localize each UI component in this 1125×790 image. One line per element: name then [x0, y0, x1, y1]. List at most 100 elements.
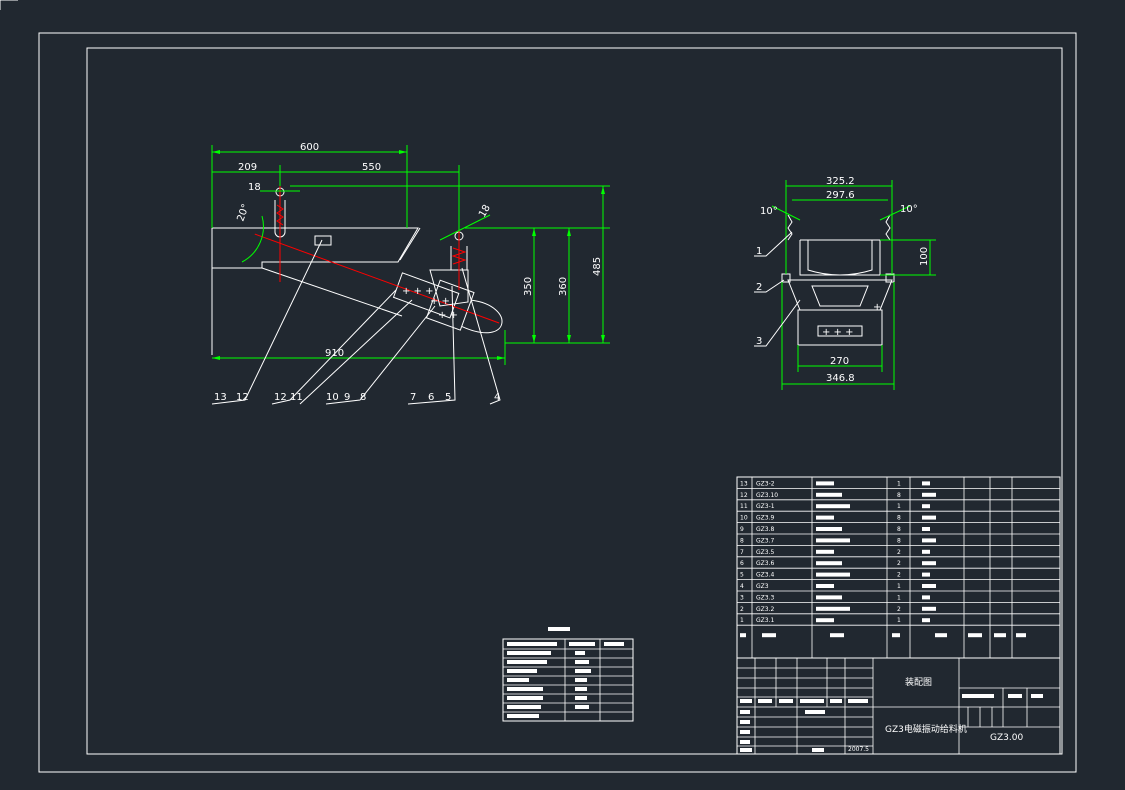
bom-material-glyphs [922, 538, 936, 543]
end-vibrator-core [817, 325, 863, 337]
balloon-12b: 12 [274, 392, 287, 403]
bom-row: 3 GZ3.3 1 [740, 594, 930, 601]
drawing-date: 2007.5 [848, 746, 869, 753]
arrow [601, 186, 605, 194]
bom-qty: 8 [897, 515, 901, 522]
bom-code: GZ3.1 [756, 617, 774, 624]
bom-qty: 1 [897, 617, 901, 624]
end-inner-frame [811, 285, 869, 307]
bom-no: 12 [740, 492, 748, 499]
bom-name-glyphs [816, 606, 850, 611]
bom-no: 1 [740, 617, 744, 624]
arrow [212, 356, 220, 360]
dim-3468: 346.8 [826, 373, 855, 384]
dim-360: 360 [558, 277, 569, 296]
bom-material-glyphs [922, 515, 936, 520]
dim-350: 350 [523, 277, 534, 296]
spring-end-right [885, 214, 891, 241]
bom-header-glyphs [892, 633, 900, 638]
bom-name-glyphs [816, 481, 834, 486]
bom-name-glyphs [816, 618, 834, 623]
bom-code: GZ3.4 [756, 572, 774, 579]
end-trough-inner [807, 240, 873, 276]
bom-header-glyphs [994, 633, 1006, 638]
title-block: 装配图 GZ3电磁振动给料机 GZ3.00 2007.5 [736, 657, 1061, 755]
bom-code: GZ3.3 [756, 594, 774, 601]
bom-code: GZ3-2 [756, 480, 775, 487]
bom-material-glyphs [922, 618, 930, 623]
bom-qty: 8 [897, 492, 901, 499]
bom-code: GZ3.8 [756, 526, 774, 533]
balloon-2: 2 [756, 282, 762, 293]
arrow [567, 335, 571, 343]
dim-angle-end-right: 10° [900, 204, 918, 215]
arrow [212, 150, 220, 154]
trough-slope [399, 227, 421, 261]
balloon-6: 6 [428, 392, 434, 403]
arrow [601, 335, 605, 343]
vibrator-centerline [254, 233, 500, 324]
bom-material-glyphs [922, 606, 936, 611]
bolt-marks-a: + + + [402, 286, 434, 297]
bom-no: 10 [740, 515, 748, 522]
drawing-title: 装配图 [905, 676, 932, 688]
dim-270: 270 [830, 356, 849, 367]
leader-10-8 [325, 305, 436, 405]
outer-frame [38, 32, 1077, 773]
bom-code: GZ3.5 [756, 549, 774, 556]
product-name: GZ3电磁振动给料机 [885, 723, 967, 735]
leader-7-5 [407, 285, 456, 405]
spec-table [502, 627, 634, 722]
dim-2976: 297.6 [826, 190, 855, 201]
bom-qty: 8 [897, 537, 901, 544]
bom-header-glyphs [762, 633, 776, 638]
inner-frame [86, 47, 1063, 755]
dim-100: 100 [919, 247, 930, 266]
balloon-5: 5 [445, 392, 451, 403]
end-lug-right [885, 273, 895, 283]
bom-no: 13 [740, 480, 748, 487]
spring-right-coils [451, 247, 467, 265]
bom-name-glyphs [816, 549, 834, 554]
bom-material-glyphs [922, 561, 936, 566]
balloon-12a: 12 [236, 392, 249, 403]
bom-name-glyphs [816, 492, 842, 497]
bom-material-glyphs [922, 527, 930, 531]
bolt-marks-b: + + [430, 296, 450, 307]
bom-row: 10 GZ3.9 8 [740, 515, 936, 522]
bom-material-glyphs [922, 504, 930, 509]
dim-550: 550 [362, 162, 381, 173]
balloon-3: 3 [756, 336, 762, 347]
bom-name-glyphs [816, 595, 842, 600]
bom-name-glyphs [816, 538, 850, 543]
bom-material-glyphs [922, 595, 930, 600]
angle-end-left [771, 205, 801, 221]
bom-code: GZ3.9 [756, 515, 774, 522]
balloon-8: 8 [360, 392, 366, 403]
bom-no: 8 [740, 537, 744, 544]
arrow [497, 356, 505, 360]
bom-qty: 1 [897, 594, 901, 601]
balloon-10: 10 [326, 392, 339, 403]
balloon-7: 7 [410, 392, 416, 403]
bom-name-glyphs [816, 504, 850, 509]
arrow [399, 150, 407, 154]
bom-code: GZ3.6 [756, 560, 774, 567]
balloon-11: 11 [290, 392, 303, 403]
balloon-13: 13 [214, 392, 227, 403]
bom-no: 5 [740, 572, 744, 579]
bom-header-glyphs [830, 633, 844, 638]
corner-mark [0, 0, 18, 10]
angle-leader-right [439, 214, 491, 241]
end-bolt-marks: + + + [822, 327, 854, 338]
dim-hook: 18 [248, 182, 261, 193]
bom-name-glyphs [816, 515, 834, 520]
bom-name-glyphs [816, 561, 842, 566]
bom-no: 3 [740, 594, 744, 601]
vibrator-housing [392, 272, 460, 319]
bom-header-glyphs [740, 633, 746, 638]
